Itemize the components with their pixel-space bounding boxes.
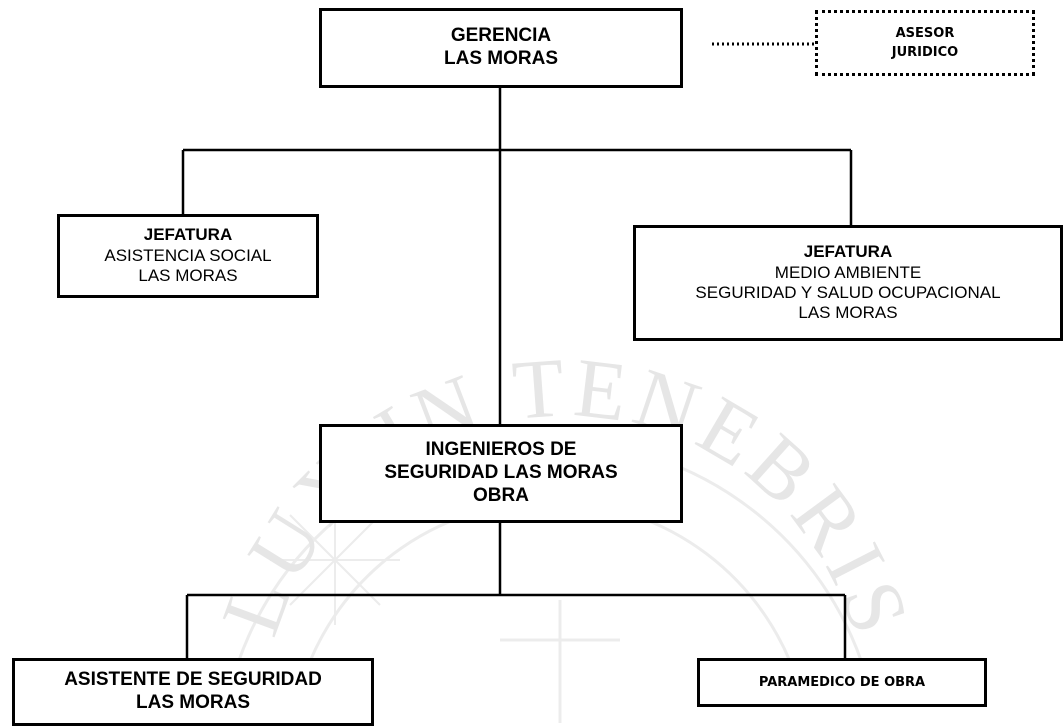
node-ingenieros-line-1: INGENIEROS DE xyxy=(425,439,577,461)
node-social-title: JEFATURA xyxy=(143,225,233,245)
node-ingenieros-line-3: OBRA xyxy=(473,484,529,506)
node-social-line-1: ASISTENCIA SOCIAL xyxy=(104,245,272,265)
node-asistente-seguridad: ASISTENTE DE SEGURIDAD LAS MORAS xyxy=(12,658,374,726)
node-ingenieros-seguridad: INGENIEROS DE SEGURIDAD LAS MORAS OBRA xyxy=(319,424,683,523)
node-paramedico-obra: PARAMEDICO DE OBRA xyxy=(697,658,987,707)
node-gerencia: GERENCIA LAS MORAS xyxy=(319,8,683,88)
node-ambiente-title: JEFATURA xyxy=(803,242,893,262)
node-jefatura-medio-ambiente: JEFATURA MEDIO AMBIENTE SEGURIDAD Y SALU… xyxy=(633,225,1063,341)
node-asesor-juridico: ASESOR JURIDICO xyxy=(815,10,1035,76)
node-gerencia-line-1: GERENCIA xyxy=(450,25,552,47)
node-jefatura-asistencia-social: JEFATURA ASISTENCIA SOCIAL LAS MORAS xyxy=(57,214,319,298)
node-paramedico-label: PARAMEDICO DE OBRA xyxy=(758,674,926,690)
node-asistente-line-2: LAS MORAS xyxy=(136,692,250,713)
node-ingenieros-line-2: SEGURIDAD LAS MORAS xyxy=(384,462,618,484)
node-gerencia-line-2: LAS MORAS xyxy=(444,48,558,69)
node-asesor-line-1: ASESOR xyxy=(895,25,955,41)
node-social-line-2: LAS MORAS xyxy=(138,266,238,286)
node-ambiente-line-1: MEDIO AMBIENTE xyxy=(774,262,922,282)
node-ambiente-line-3: LAS MORAS xyxy=(798,303,898,323)
node-ambiente-line-2: SEGURIDAD Y SALUD OCUPACIONAL xyxy=(695,283,1001,302)
node-asistente-line-1: ASISTENTE DE SEGURIDAD xyxy=(64,669,322,691)
node-asesor-line-2: JURIDICO xyxy=(891,45,959,60)
